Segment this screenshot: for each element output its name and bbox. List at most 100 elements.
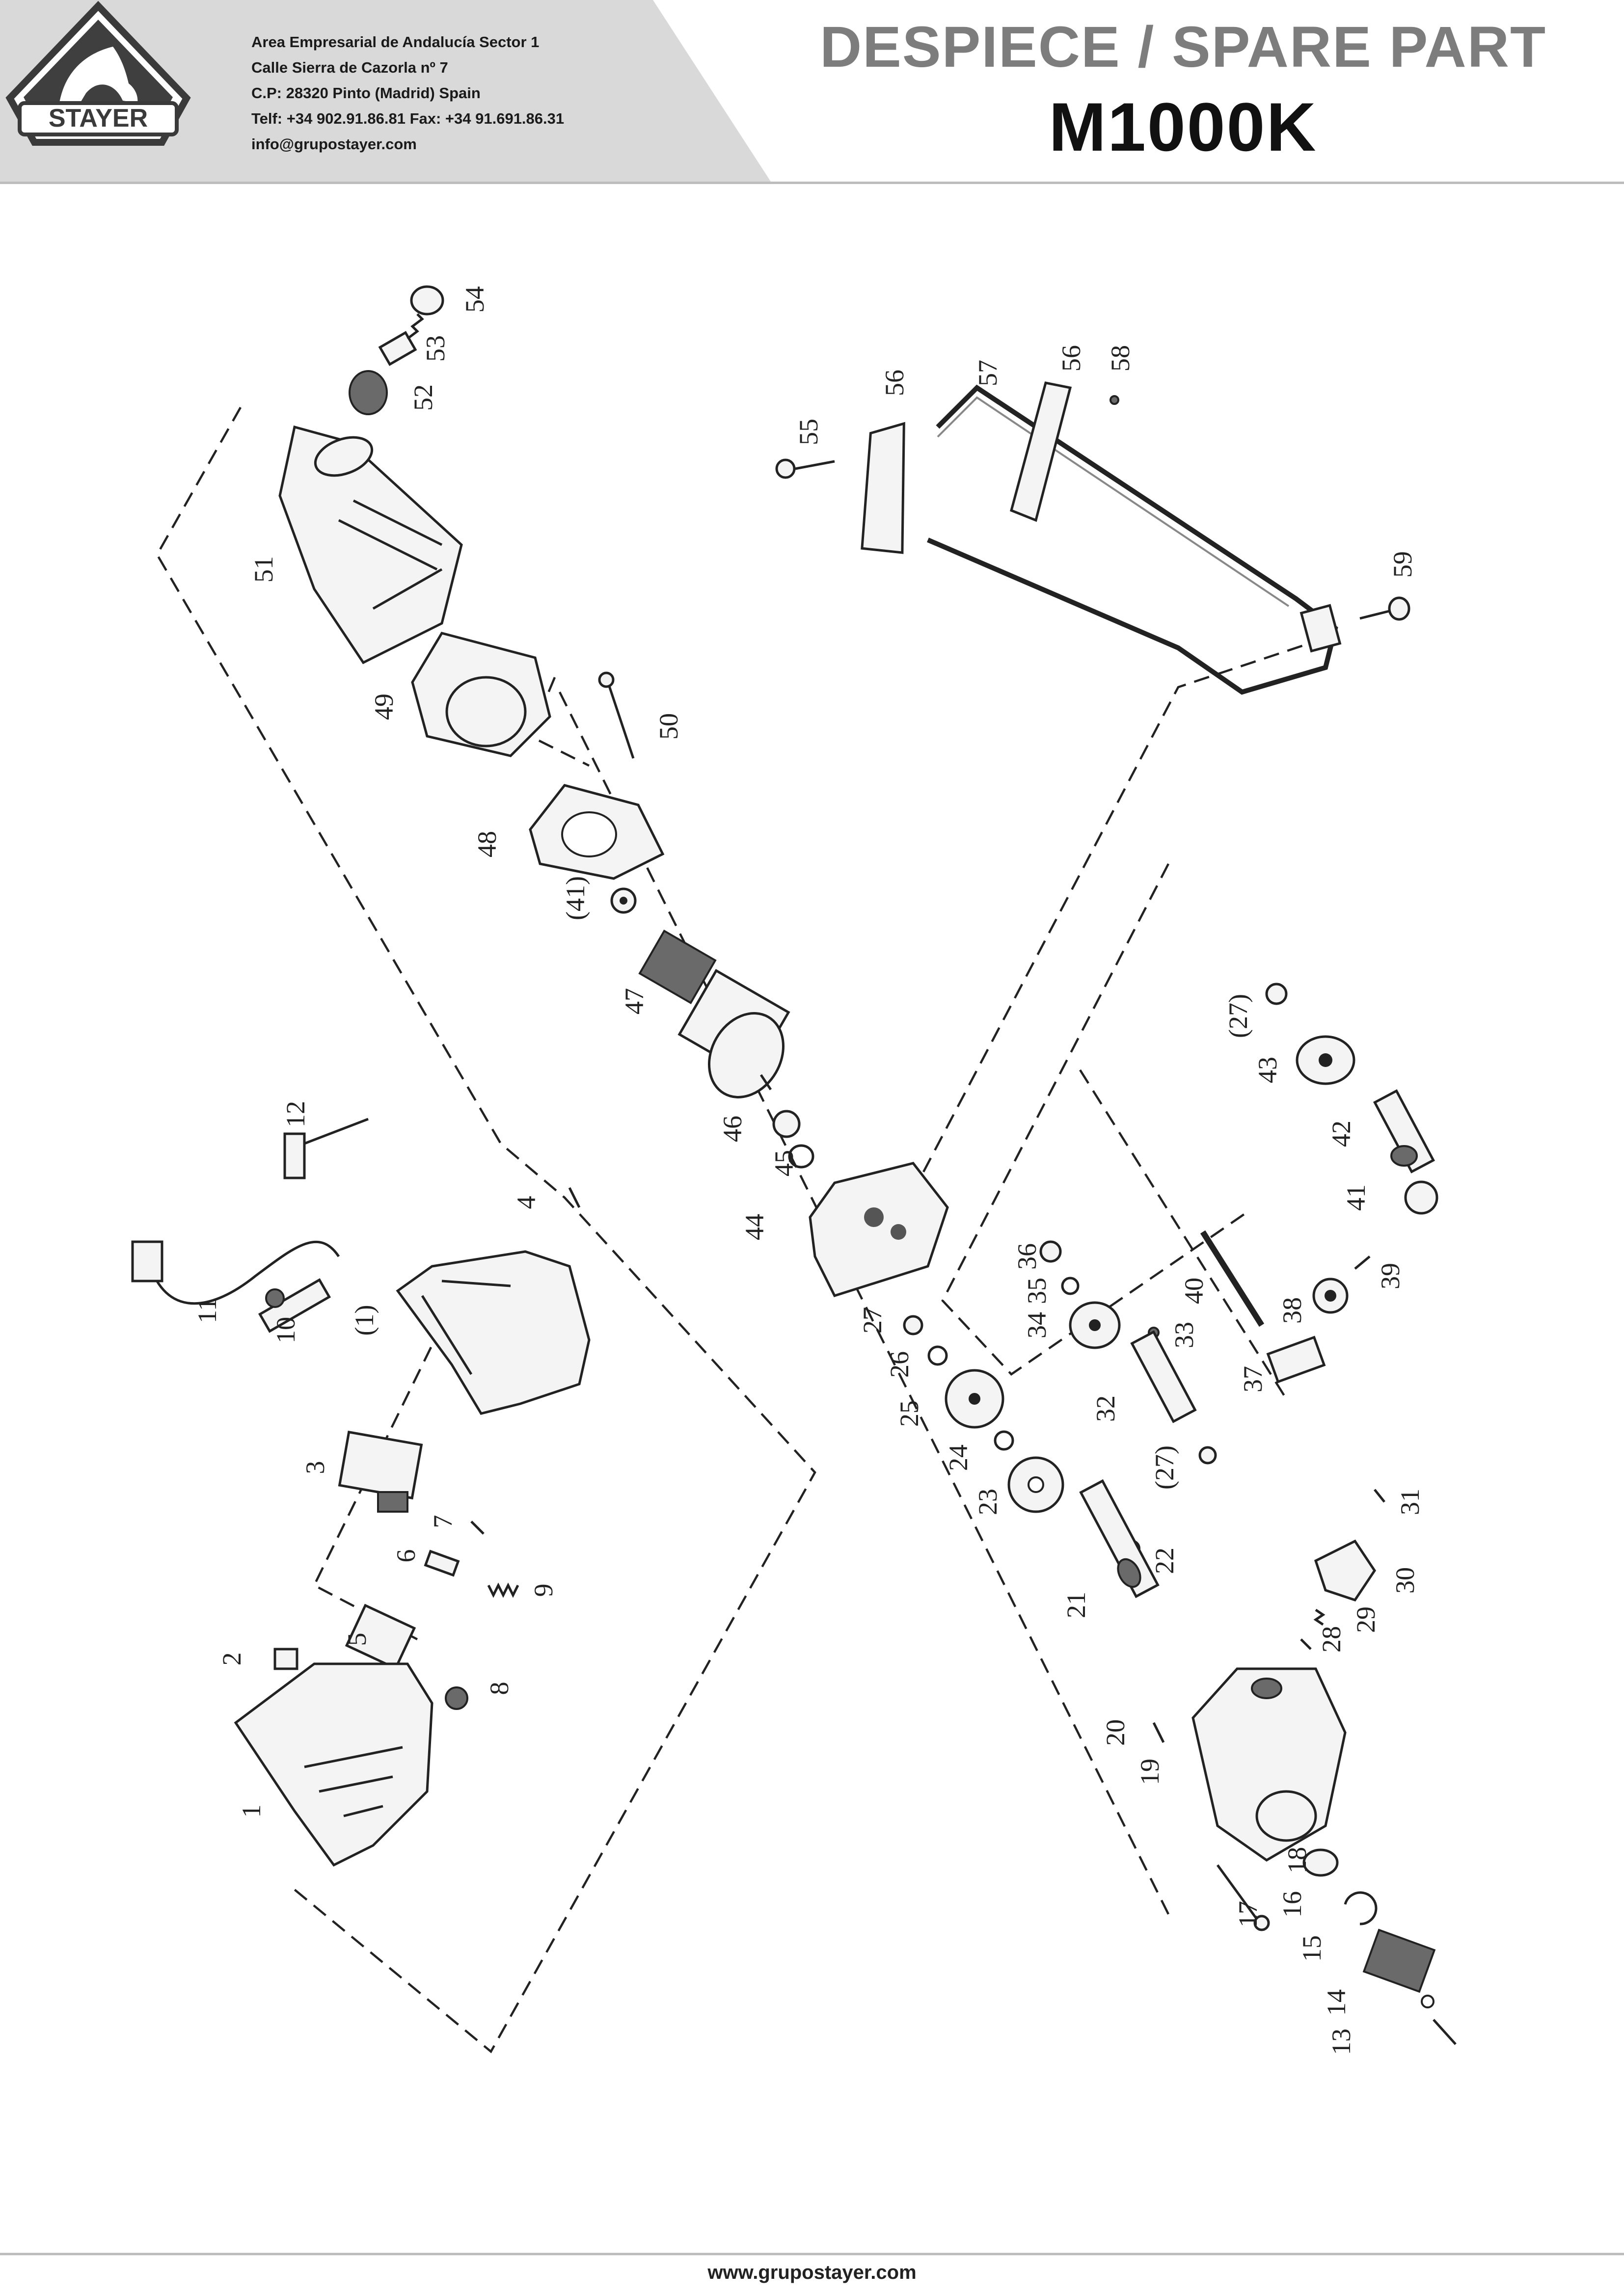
part-15-chuck (1362, 1928, 1436, 1993)
callout-4-label: 4 (512, 1196, 541, 1209)
callout-14-label: 14 (1322, 1989, 1351, 2016)
part-41-bearing-ref (610, 887, 637, 914)
footer-url: www.grupostayer.com (707, 2262, 917, 2283)
address-line: Calle Sierra de Cazorla nº 7 (251, 59, 448, 76)
part-29-spring (1313, 1608, 1326, 1626)
callout-5-label: 5 (342, 1633, 372, 1646)
callout-55-label: 55 (794, 419, 823, 445)
part-48-baffle (529, 784, 665, 880)
callout-41-label: (41) (561, 876, 590, 920)
callout-39-label: 39 (1376, 1263, 1405, 1289)
part-5-plate (345, 1603, 416, 1670)
part-12-cable-clamp (283, 1118, 369, 1179)
callout-26-label: 26 (885, 1351, 914, 1378)
callout-27-label: (27) (1223, 994, 1253, 1038)
callout-52-label: 52 (408, 384, 438, 411)
address-line: C.P: 28320 Pinto (Madrid) Spain (251, 84, 481, 102)
part-2-small-part (273, 1648, 298, 1670)
callout-24-label: 24 (944, 1444, 973, 1471)
part-7-screw (470, 1521, 485, 1535)
callout-35-label: 35 (1022, 1278, 1052, 1304)
callout-43-label: 43 (1253, 1057, 1282, 1083)
part-18-screw (1216, 1864, 1270, 1931)
part-52-brush-holder (349, 370, 388, 415)
part-39-screw (1354, 1255, 1371, 1270)
part-27-bearing-ref (1198, 1446, 1217, 1465)
callout-23-label: 23 (973, 1489, 1002, 1515)
part-51-motor-housing (278, 425, 463, 665)
part-25-gear (945, 1369, 1004, 1429)
part-21-spindle (1079, 1479, 1160, 1599)
part-14-washer (1421, 1995, 1435, 2008)
guide-motor-housing (156, 406, 816, 2054)
callout-44-label: 44 (740, 1214, 769, 1240)
part-26-ring (927, 1345, 948, 1366)
callout-27-label: (27) (1150, 1445, 1179, 1490)
callout-18-label: 18 (1282, 1847, 1312, 1873)
callout-38-label: 38 (1277, 1297, 1307, 1324)
callout-54-label: 54 (460, 286, 489, 313)
header-background (0, 0, 1624, 184)
part-42-shaft (1373, 1089, 1435, 1174)
part-24-ring (994, 1430, 1014, 1451)
callout-33-label: 33 (1169, 1322, 1199, 1348)
part-49-stator (411, 632, 551, 757)
part-28-screw (1300, 1638, 1312, 1650)
part-43-gear (1296, 1035, 1355, 1085)
callout-40-label: 40 (1179, 1278, 1209, 1304)
part-20-screw (1152, 1722, 1165, 1743)
callout-59-label: 59 (1388, 551, 1417, 578)
logo-wordmark: STAYER (49, 104, 148, 133)
callout-58-label: 58 (1106, 345, 1135, 372)
callout-32-label: 32 (1091, 1395, 1120, 1422)
callout-3-label: 3 (300, 1461, 330, 1474)
callout-2-label: 2 (217, 1653, 246, 1666)
callout-15-label: 15 (1297, 1935, 1326, 1962)
part-19-gear-case (1191, 1667, 1347, 1862)
callout-41-label: 41 (1341, 1184, 1371, 1211)
part-50-screw (598, 671, 635, 759)
part-4-screw (568, 1187, 581, 1208)
guide-gear (941, 863, 1248, 1376)
part-37-lever (1266, 1335, 1326, 1384)
part-40-pin (1200, 1230, 1265, 1327)
address-line: info@grupostayer.com (251, 135, 417, 153)
callout-25-label: 25 (894, 1400, 924, 1427)
footer-divider (0, 2253, 1624, 2255)
callout-47-label: 47 (620, 988, 649, 1015)
part-32-gear-shaft (1130, 1330, 1197, 1423)
guide-shaft (1079, 1069, 1287, 1400)
callout-20-label: 20 (1101, 1719, 1130, 1746)
callout-31-label: 31 (1395, 1489, 1425, 1515)
header-band: STAYER Area Empresarial de Andalucía Sec… (0, 0, 1624, 184)
part-59-screw (1299, 596, 1410, 653)
part-6-clamp (424, 1549, 460, 1577)
callout-11-label: 11 (192, 1298, 222, 1323)
part-13-screw (1433, 2019, 1457, 2045)
part-30-lock-button (1314, 1539, 1377, 1602)
callout-50-label: 50 (654, 713, 683, 740)
callout-29-label: 29 (1351, 1606, 1380, 1633)
callout-27-label: 27 (858, 1307, 887, 1334)
callout-labels: 54535251495048(41)474645441241110(1)3769… (192, 286, 1425, 2055)
part-27-bearing (903, 1315, 923, 1335)
callout-37-label: 37 (1238, 1366, 1268, 1392)
part-57-handle-bar (927, 384, 1338, 695)
callout-10-label: 10 (271, 1317, 300, 1343)
callout-7-label: 7 (428, 1515, 458, 1528)
callout-1-label: (1) (350, 1305, 379, 1336)
part-23-bearing (1007, 1456, 1064, 1513)
part-35-ring (1061, 1277, 1080, 1295)
callout-13-label: 13 (1326, 2029, 1356, 2055)
callout-17-label: 17 (1233, 1901, 1263, 1927)
stayer-logo: STAYER (5, 0, 191, 146)
callout-57-label: 57 (973, 360, 1002, 386)
guide-motor-axis (558, 691, 1170, 1915)
address-line: Area Empresarial de Andalucía Sector 1 (251, 33, 540, 51)
part-56-grip (861, 422, 905, 554)
part-9-spring (487, 1582, 519, 1598)
callout-48-label: 48 (472, 831, 502, 857)
callout-8-label: 8 (485, 1682, 514, 1695)
callout-56-label: 56 (1056, 345, 1086, 372)
part-45-ring (788, 1144, 814, 1169)
